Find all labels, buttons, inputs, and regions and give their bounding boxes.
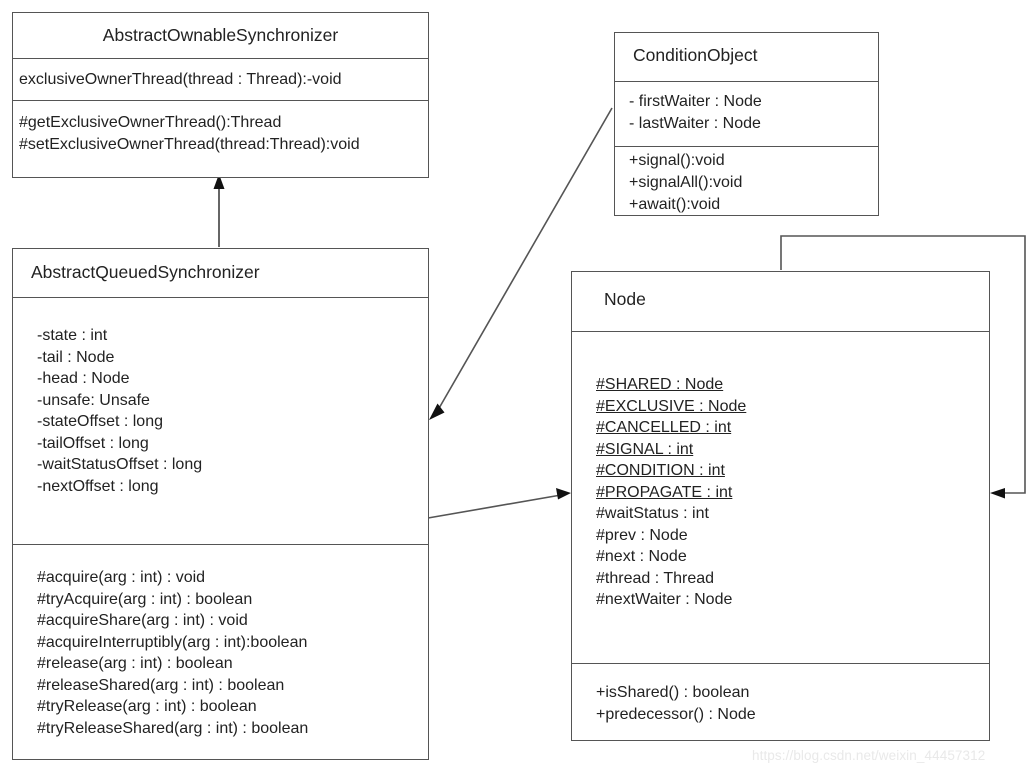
attribute-item: #PROPAGATE : int xyxy=(596,483,733,501)
method-list: +isShared() : boolean +predecessor() : N… xyxy=(596,682,989,725)
method-item: #acquireShare(arg : int) : void xyxy=(37,612,248,629)
method-item: #setExclusiveOwnerThread(thread:Thread):… xyxy=(19,135,360,153)
class-title-compartment: Node xyxy=(572,272,989,331)
attribute-item: #waitStatus : int xyxy=(596,505,709,522)
attribute-item: - firstWaiter : Node xyxy=(629,93,762,110)
connector-inheritance-aqs-to-aos xyxy=(213,174,225,247)
method-item: #release(arg : int) : boolean xyxy=(37,655,233,672)
method-item: #tryReleaseShared(arg : int) : boolean xyxy=(37,719,309,737)
class-name-abstract-queued-synchronizer: AbstractQueuedSynchronizer xyxy=(31,262,260,282)
class-title-compartment: AbstractQueuedSynchronizer xyxy=(13,249,428,297)
attribute-item: #SIGNAL : int xyxy=(596,440,694,458)
attribute-item: #CONDITION : int xyxy=(596,462,725,479)
method-item: +signalAll():void xyxy=(629,174,743,191)
method-item: +await():void xyxy=(629,196,721,213)
class-title-compartment: AbstractOwnableSynchronizer xyxy=(13,13,428,58)
attribute-item: -tailOffset : long xyxy=(37,434,149,452)
attribute-item: - lastWaiter : Node xyxy=(629,115,761,132)
connector-aqs-to-node xyxy=(427,488,571,519)
method-item: #tryAcquire(arg : int) : boolean xyxy=(37,590,253,608)
class-name-condition-object: ConditionObject xyxy=(633,45,758,65)
class-name-abstract-ownable-synchronizer: AbstractOwnableSynchronizer xyxy=(102,25,339,45)
method-item: #releaseShared(arg : int) : boolean xyxy=(37,676,285,694)
attribute-item: -nextOffset : long xyxy=(37,477,159,495)
method-item: #acquireInterruptibly(arg : int):boolean xyxy=(37,633,308,651)
attribute-item: exclusiveOwnerThread(thread : Thread):-v… xyxy=(19,71,342,88)
class-box-abstract-queued-synchronizer[interactable]: AbstractQueuedSynchronizer -state : int … xyxy=(12,248,429,760)
class-attributes-compartment: - firstWaiter : Node - lastWaiter : Node xyxy=(615,81,878,146)
attribute-item: -waitStatusOffset : long xyxy=(37,456,203,473)
class-box-abstract-ownable-synchronizer[interactable]: AbstractOwnableSynchronizer exclusiveOwn… xyxy=(12,12,429,178)
attribute-item: #EXCLUSIVE : Node xyxy=(596,397,747,415)
watermark-text: https://blog.csdn.net/weixin_44457312 xyxy=(752,748,986,763)
attribute-item: #next : Node xyxy=(596,548,687,565)
class-attributes-compartment: #SHARED : Node #EXCLUSIVE : Node #CANCEL… xyxy=(572,331,989,663)
method-list: #getExclusiveOwnerThread():Thread #setEx… xyxy=(19,112,428,155)
attribute-list: - firstWaiter : Node - lastWaiter : Node xyxy=(629,91,878,135)
attribute-item: #CANCELLED : int xyxy=(596,419,732,436)
method-item: #tryRelease(arg : int) : boolean xyxy=(37,698,257,715)
method-item: +signal():void xyxy=(629,152,725,169)
class-methods-compartment: +signal():void +signalAll():void +await(… xyxy=(615,146,878,216)
class-name-node: Node xyxy=(604,289,646,309)
class-box-node[interactable]: Node #SHARED : Node #EXCLUSIVE : Node #C… xyxy=(571,271,990,741)
attribute-item: #nextWaiter : Node xyxy=(596,591,733,608)
class-attributes-compartment: -state : int -tail : Node -head : Node -… xyxy=(13,297,428,544)
method-item: +isShared() : boolean xyxy=(596,684,750,701)
attribute-list: -state : int -tail : Node -head : Node -… xyxy=(37,325,428,497)
method-list: +signal():void +signalAll():void +await(… xyxy=(629,150,878,216)
attribute-item: -tail : Node xyxy=(37,348,115,366)
attribute-item: #prev : Node xyxy=(596,526,688,544)
method-item: +predecessor() : Node xyxy=(596,705,756,723)
attribute-list: exclusiveOwnerThread(thread : Thread):-v… xyxy=(19,69,428,91)
class-methods-compartment: #acquire(arg : int) : void #tryAcquire(a… xyxy=(13,544,428,759)
attribute-item: -stateOffset : long xyxy=(37,413,163,430)
method-item: #acquire(arg : int) : void xyxy=(37,569,206,586)
method-list: #acquire(arg : int) : void #tryAcquire(a… xyxy=(37,567,428,739)
class-title-compartment: ConditionObject xyxy=(615,33,878,81)
class-methods-compartment: #getExclusiveOwnerThread():Thread #setEx… xyxy=(13,100,428,177)
attribute-item: #SHARED : Node xyxy=(596,376,724,393)
attribute-item: #thread : Thread xyxy=(596,569,715,587)
method-item: #getExclusiveOwnerThread():Thread xyxy=(19,114,282,131)
class-attributes-compartment: exclusiveOwnerThread(thread : Thread):-v… xyxy=(13,58,428,100)
class-box-condition-object[interactable]: ConditionObject - firstWaiter : Node - l… xyxy=(614,32,879,216)
attribute-item: -state : int xyxy=(37,327,108,344)
attribute-list: #SHARED : Node #EXCLUSIVE : Node #CANCEL… xyxy=(596,374,989,611)
attribute-item: -unsafe: Unsafe xyxy=(37,391,150,409)
attribute-item: -head : Node xyxy=(37,370,130,387)
class-methods-compartment: +isShared() : boolean +predecessor() : N… xyxy=(572,663,989,740)
